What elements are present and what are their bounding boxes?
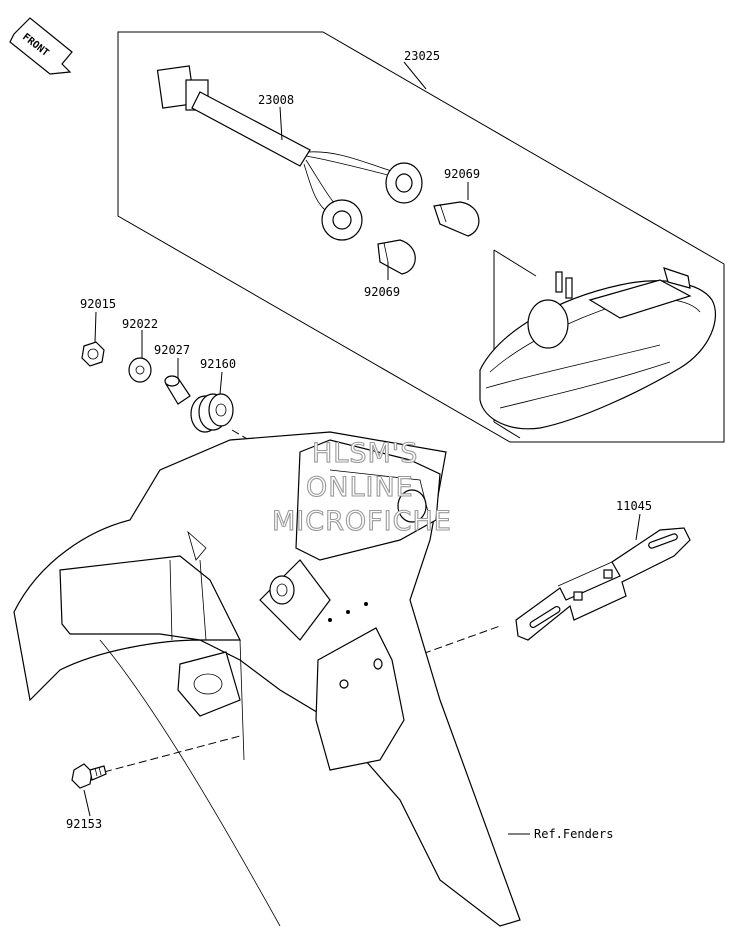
- bulb-upper: [433, 201, 480, 237]
- watermark-line-1: HLSM'S: [312, 438, 418, 469]
- part-label-92153: 92153: [66, 817, 102, 831]
- rear-fender-body: [13, 431, 521, 927]
- part-label-92022: 92022: [122, 317, 158, 331]
- watermark: HLSM'S ONLINE MICROFICHE: [271, 437, 452, 537]
- leader-92015: [94, 311, 97, 343]
- leader-23025: [403, 61, 427, 90]
- grommet: [190, 393, 234, 433]
- tail-light-lens: [479, 249, 716, 439]
- part-label-92160: 92160: [200, 357, 236, 371]
- hex-nut: [81, 341, 105, 367]
- watermark-line-2: ONLINE: [306, 472, 414, 503]
- part-label-23025: 23025: [404, 49, 440, 63]
- part-label-23008: 23008: [258, 93, 294, 107]
- part-label-11045: 11045: [616, 499, 652, 513]
- part-label-92027: 92027: [154, 343, 190, 357]
- part-label-92069-upper: 92069: [444, 167, 480, 181]
- bolt: [71, 763, 107, 789]
- part-label-92015: 92015: [80, 297, 116, 311]
- leader-92160: [219, 371, 223, 395]
- collar: [164, 375, 191, 405]
- watermark-line-3: MICROFICHE: [272, 506, 452, 537]
- leader-23008: [279, 106, 283, 141]
- washer: [128, 357, 152, 383]
- wiring-harness: [156, 65, 423, 241]
- license-bracket: [515, 527, 691, 641]
- part-label-92069-lower: 92069: [364, 285, 400, 299]
- leader-11045: [635, 513, 641, 541]
- front-arrow-icon: FRONT: [9, 17, 73, 75]
- leader-92153: [83, 789, 91, 817]
- bulb-lower: [377, 239, 416, 275]
- assembly-outline: [117, 31, 725, 443]
- ref-fenders-label: Ref.Fenders: [534, 827, 613, 841]
